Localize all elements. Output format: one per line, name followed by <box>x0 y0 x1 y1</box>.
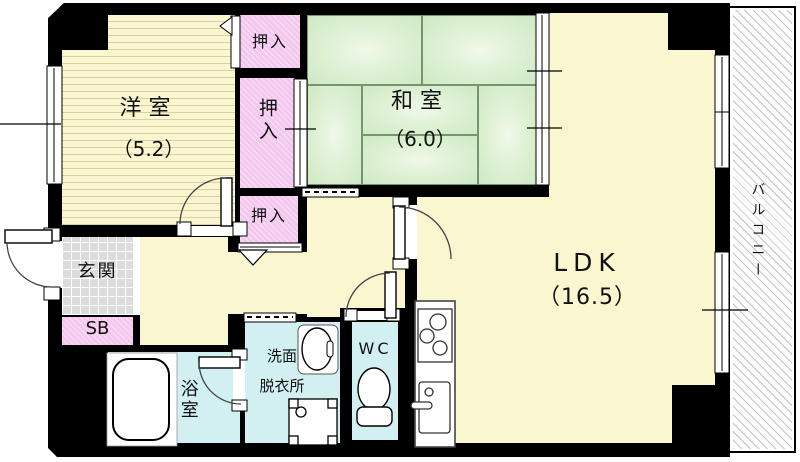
label-washroom-line1: 洗面 <box>266 347 297 365</box>
label-balcony: バルコニー <box>749 182 766 282</box>
tatami-mat <box>363 136 477 184</box>
label-washroom-line2: 脱衣所 <box>259 377 305 395</box>
wall-notch-yoshitsu <box>62 15 108 50</box>
label-wc: WC <box>358 339 392 358</box>
label-closet-bottom: 押入 <box>250 206 287 225</box>
tatami-mat <box>363 86 477 134</box>
label-genkan: 玄関 <box>77 261 118 282</box>
hallway <box>307 197 405 317</box>
room-genkan <box>62 237 133 315</box>
tatami-mat <box>308 16 421 84</box>
label-yoshitsu-size: （5.2） <box>112 137 185 161</box>
tatami-mat <box>479 86 536 184</box>
label-washitsu-size: （6.0） <box>384 127 456 151</box>
label-washroom: 洗面脱衣所 <box>244 341 320 401</box>
tatami-mat <box>423 16 536 84</box>
hallway <box>228 252 307 314</box>
label-closet-top: 押入 <box>251 32 288 51</box>
label-shoebox: SB <box>85 318 110 339</box>
label-ldk-size: （16.5） <box>538 285 637 310</box>
balcony-floor <box>733 10 792 449</box>
tatami-mat <box>308 86 361 184</box>
hallway <box>140 237 228 345</box>
closet-top <box>240 15 300 68</box>
closet-middle <box>240 78 295 188</box>
shoe-box <box>62 317 133 345</box>
label-yoshitsu: 洋室 <box>119 96 178 121</box>
label-ldk: LDK <box>553 248 621 277</box>
front-door-swing <box>6 241 53 288</box>
room-ldk-upper <box>549 13 715 199</box>
front-door-leaf <box>4 229 53 244</box>
label-closet-middle: 押入 <box>255 98 278 144</box>
room-washitsu <box>307 15 537 185</box>
room-bath <box>108 352 240 443</box>
room-ldk <box>417 197 715 443</box>
label-bath: 浴室 <box>177 379 199 421</box>
closet-bottom <box>240 196 298 245</box>
label-washitsu: 和室 <box>390 89 449 114</box>
